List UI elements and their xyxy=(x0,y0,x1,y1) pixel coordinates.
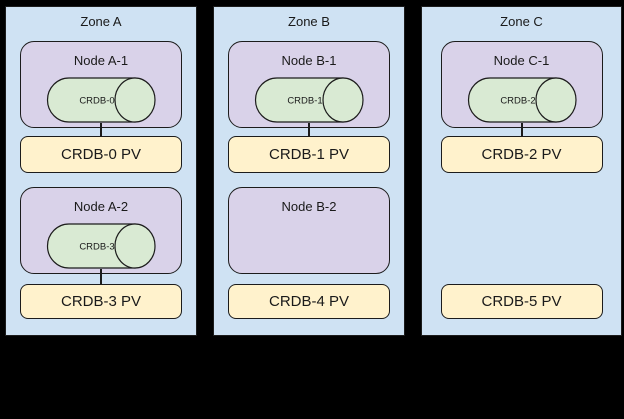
node-title: Node B-2 xyxy=(281,199,337,214)
pod-cylinder-crdb-0: CRDB-0 xyxy=(46,77,156,123)
zone-b: Zone B Node B-1 CRDB-1 CRDB-1 PV Node B-… xyxy=(213,6,405,336)
zone-title: Zone C xyxy=(500,14,543,29)
pv-crdb-1: CRDB-1 PV xyxy=(228,136,390,173)
zone-c: Zone C Node C-1 CRDB-2 CRDB-2 PV CRDB-5 … xyxy=(421,6,622,336)
pod-label: CRDB-0 xyxy=(79,96,114,107)
pod-label: CRDB-1 xyxy=(287,96,322,107)
pod-cylinder-crdb-2: CRDB-2 xyxy=(467,77,577,123)
zone-title: Zone A xyxy=(80,14,122,29)
pv-connector-line xyxy=(100,269,102,285)
node-b-2: Node B-2 xyxy=(228,187,390,274)
zone-title: Zone B xyxy=(288,14,330,29)
node-title: Node B-1 xyxy=(281,53,337,68)
node-title: Node C-1 xyxy=(493,53,550,68)
pv-connector-line xyxy=(100,123,102,137)
pv-crdb-4: CRDB-4 PV xyxy=(228,284,390,319)
node-title: Node A-2 xyxy=(73,199,129,214)
pod-label: CRDB-2 xyxy=(500,96,535,107)
pod-cylinder-crdb-1: CRDB-1 xyxy=(254,77,364,123)
pv-crdb-5: CRDB-5 PV xyxy=(440,284,603,319)
pod-cylinder-crdb-3: CRDB-3 xyxy=(46,223,156,269)
pv-crdb-2: CRDB-2 PV xyxy=(440,136,603,173)
pv-connector-line xyxy=(308,123,310,137)
pod-label: CRDB-3 xyxy=(79,242,114,253)
pv-crdb-0: CRDB-0 PV xyxy=(20,136,182,173)
pv-connector-line xyxy=(520,123,523,137)
pv-crdb-3: CRDB-3 PV xyxy=(20,284,182,319)
node-title: Node A-1 xyxy=(73,53,129,68)
zone-a: Zone A Node A-1 CRDB-0 CRDB-0 PV Node A-… xyxy=(5,6,197,336)
